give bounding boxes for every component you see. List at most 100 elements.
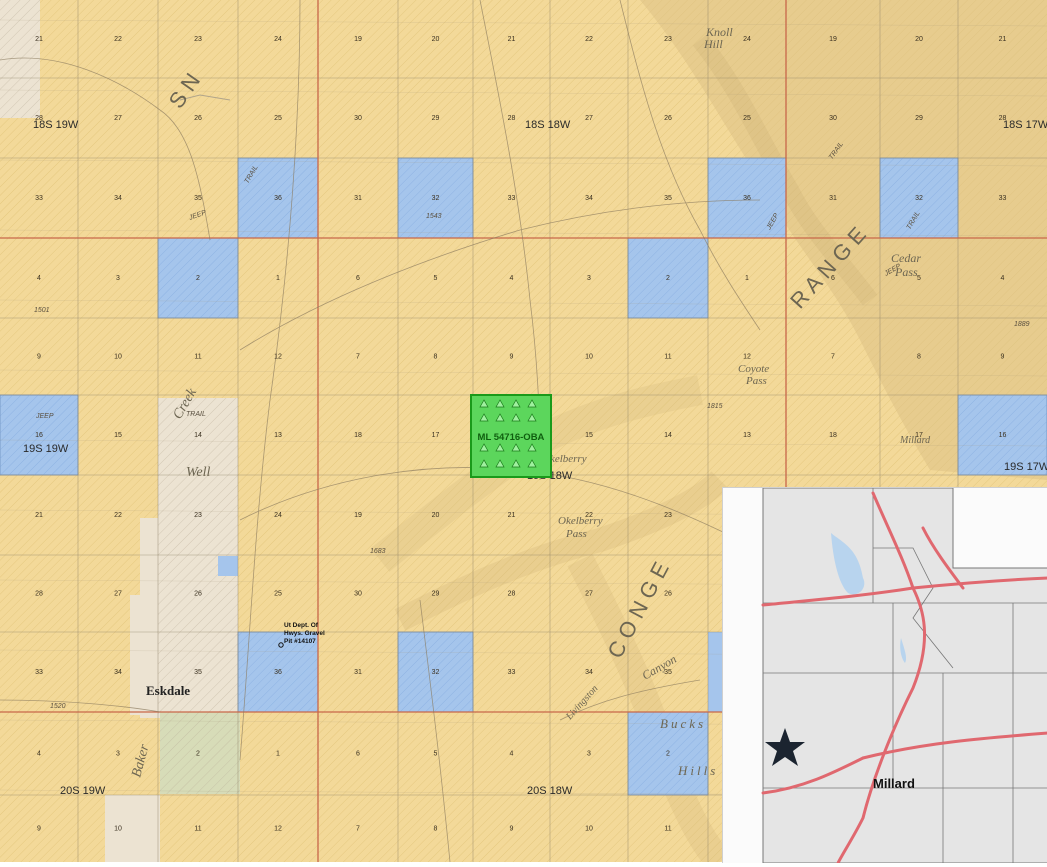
section-number: 2 <box>666 751 670 758</box>
section-number: 33 <box>508 195 516 202</box>
township-label-18s19w: 18S 19W <box>33 119 79 131</box>
state-section-hatch <box>958 395 1047 475</box>
section-number: 9 <box>510 354 514 361</box>
state-section-hatch <box>880 158 958 238</box>
section-number: 23 <box>664 36 672 43</box>
township-label-18s18w: 18S 18W <box>525 119 571 131</box>
label-okelberry-pass: Pass <box>565 528 587 540</box>
claim-marker <box>527 443 537 452</box>
claim-marker <box>527 399 537 408</box>
claim-marker <box>511 443 521 452</box>
label-jeep-1: JEEP <box>35 413 54 420</box>
claim-markers <box>479 399 537 468</box>
label-elev-3: 1520 <box>50 703 66 710</box>
town-label-eskdale: Eskdale <box>146 683 190 698</box>
section-number: 30 <box>354 591 362 598</box>
section-number: 6 <box>831 275 835 282</box>
section-number: 12 <box>274 826 282 833</box>
inset-county-label: Millard <box>873 776 915 791</box>
claim-marker <box>479 399 489 408</box>
section-number: 21 <box>999 36 1007 43</box>
section-number: 19 <box>354 36 362 43</box>
section-number: 3 <box>587 751 591 758</box>
section-number: 25 <box>274 591 282 598</box>
section-number: 6 <box>356 275 360 282</box>
section-number: 26 <box>194 115 202 122</box>
claim-marker <box>527 459 537 468</box>
section-number: 12 <box>274 354 282 361</box>
state-section-hatch <box>0 395 78 475</box>
section-number: 5 <box>434 751 438 758</box>
section-number: 10 <box>114 826 122 833</box>
section-number: 26 <box>194 591 202 598</box>
section-number: 10 <box>585 826 593 833</box>
section-number: 23 <box>194 36 202 43</box>
state-section-hatch <box>238 158 318 238</box>
section-number: 33 <box>35 195 43 202</box>
section-number: 34 <box>585 195 593 202</box>
section-number: 4 <box>510 275 514 282</box>
section-number: 3 <box>116 751 120 758</box>
section-number: 11 <box>664 354 671 361</box>
claim-ml-54716-oba[interactable]: ML 54716-OBA <box>470 394 552 478</box>
section-number: 27 <box>585 591 593 598</box>
blm-lands <box>0 0 240 862</box>
claim-label: ML 54716-OBA <box>478 432 545 443</box>
section-number: 9 <box>510 826 514 833</box>
township-label-18s17w: 18S 17W <box>1003 119 1047 131</box>
township-label-20s19w: 20S 19W <box>60 785 106 797</box>
section-number: 3 <box>587 275 591 282</box>
section-number: 28 <box>508 591 516 598</box>
great-salt-lake <box>831 533 865 595</box>
claim-marker <box>479 459 489 468</box>
section-number: 32 <box>432 195 440 202</box>
section-number: 13 <box>274 432 282 439</box>
section-number: 32 <box>432 669 440 676</box>
claim-marker <box>527 413 537 422</box>
section-number: 31 <box>829 195 837 202</box>
section-number: 3 <box>116 275 120 282</box>
label-coyote-pass: Pass <box>745 375 767 387</box>
section-number: 12 <box>743 354 751 361</box>
section-number: 15 <box>585 432 593 439</box>
section-number: 1 <box>276 275 280 282</box>
section-number: 16 <box>999 432 1007 439</box>
label-elev-5: 1889 <box>1014 321 1030 328</box>
section-number: 28 <box>35 591 43 598</box>
label-millard-map: Millard <box>899 435 931 446</box>
section-number: 4 <box>510 751 514 758</box>
section-number: 28 <box>508 115 516 122</box>
label-elev-2: 1501 <box>34 307 50 314</box>
section-number: 30 <box>829 115 837 122</box>
locator-inset-map: Millard <box>722 487 1047 863</box>
section-number: 19 <box>829 36 837 43</box>
section-number: 36 <box>743 195 751 202</box>
section-number: 33 <box>508 669 516 676</box>
section-number: 27 <box>114 591 122 598</box>
label-okelberry: Okelberry <box>542 453 587 465</box>
label-cedar: Cedar <box>891 251 921 265</box>
state-section-hatch <box>398 158 473 238</box>
label-elev-6: 1683 <box>370 548 386 555</box>
section-number: 2 <box>666 275 670 282</box>
section-number: 14 <box>664 432 672 439</box>
section-number: 9 <box>37 826 41 833</box>
claim-marker <box>511 399 521 408</box>
section-number: 2 <box>196 751 200 758</box>
label-trail-1: TRAIL <box>186 411 206 418</box>
label-okelberry-place: Okelberry <box>558 515 603 527</box>
section-number: 8 <box>917 354 921 361</box>
section-number: 18 <box>354 432 362 439</box>
gravel-pit[interactable]: Ut Dept. Of Hwys. Gravel Pit #14107 <box>278 622 325 648</box>
section-number: 4 <box>37 275 41 282</box>
state-land-sections <box>0 157 1047 796</box>
section-number: 23 <box>664 512 672 519</box>
section-number: 9 <box>1001 354 1005 361</box>
section-number: 1 <box>745 275 749 282</box>
section-number: 24 <box>743 36 751 43</box>
section-number: 29 <box>432 115 440 122</box>
section-number: 10 <box>114 354 122 361</box>
section-number: 20 <box>432 36 440 43</box>
section-number: 21 <box>508 512 516 519</box>
